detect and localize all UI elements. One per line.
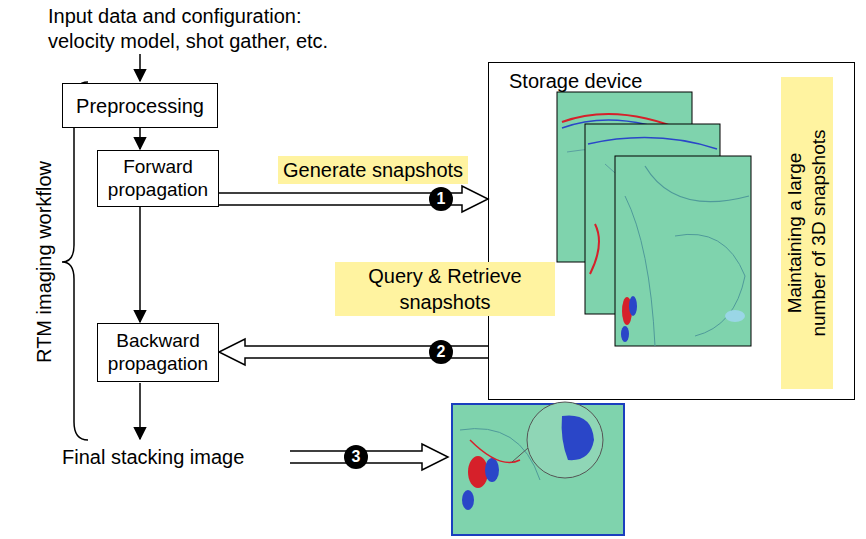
flow-arrow <box>139 207 141 322</box>
edge-label: Query & Retrieve snapshots <box>335 262 555 316</box>
input-note: Input data and configuration: velocity m… <box>48 4 373 54</box>
process-box: Forward propagation <box>97 150 219 207</box>
callout-number: 2 <box>429 340 453 364</box>
data-arrow <box>219 339 488 365</box>
band-text: Maintaining a large number of 3D snapsho… <box>783 123 831 343</box>
workflow-label: RTM imaging workflow <box>31 147 57 377</box>
box-label: Forward propagation <box>98 156 218 202</box>
callout-number: 1 <box>429 187 453 211</box>
image-arrow <box>290 444 448 470</box>
storage-box: Storage deviceMaintaining a large number… <box>488 62 855 400</box>
process-box: Backward propagation <box>97 323 219 382</box>
storage-title: Storage device <box>509 69 642 93</box>
callout-number: 3 <box>344 445 368 469</box>
input-arrow <box>139 54 141 81</box>
edge-label: Generate snapshots <box>278 156 468 184</box>
process-box: Preprocessing <box>62 83 218 128</box>
box-label: Preprocessing <box>70 94 210 118</box>
workflow-brace <box>62 82 88 440</box>
stacking-image <box>452 402 624 535</box>
snapshot-stack <box>557 92 751 346</box>
highlight-band: Maintaining a large number of 3D snapsho… <box>781 77 833 389</box>
data-arrow <box>219 186 488 212</box>
output-arrow <box>139 383 141 439</box>
box-label: Backward propagation <box>98 330 218 376</box>
flow-arrow <box>139 128 141 149</box>
output-label: Final stacking image <box>62 445 292 470</box>
